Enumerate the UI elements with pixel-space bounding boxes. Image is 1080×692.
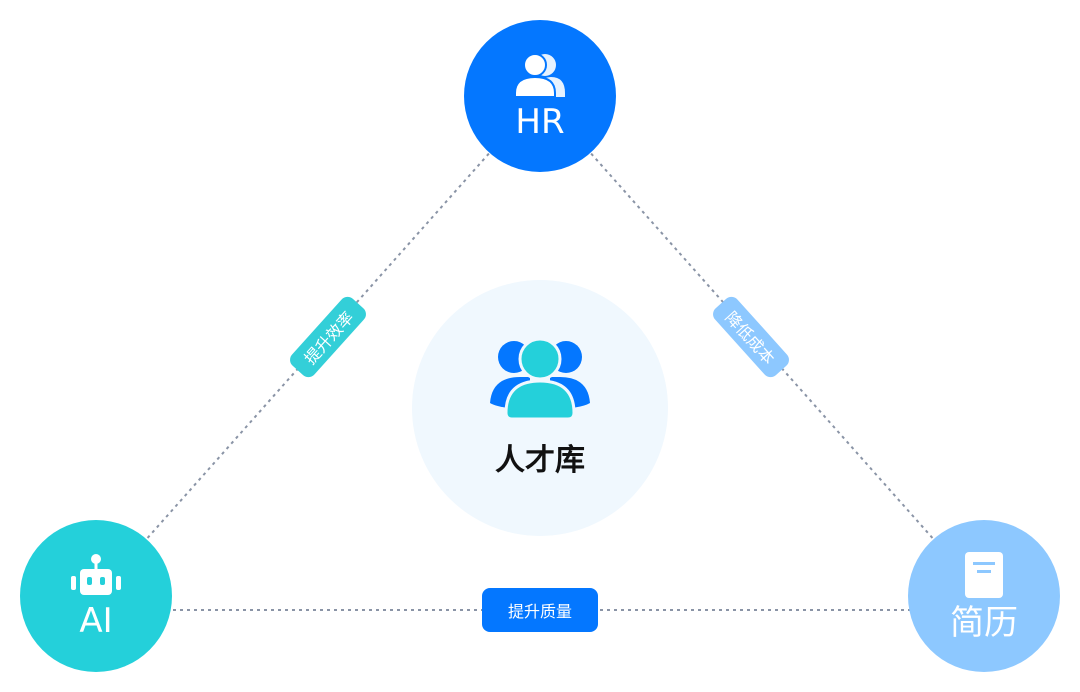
node-resume-label: 简历 <box>950 603 1018 643</box>
users-group-icon <box>490 337 590 419</box>
robot-icon <box>71 554 121 595</box>
node-resume: 简历 <box>908 520 1060 672</box>
node-hr: HR <box>464 20 616 172</box>
users-icon <box>515 53 565 97</box>
node-hr-label: HR <box>515 102 565 142</box>
node-ai-label: AI <box>79 601 113 641</box>
edge-label-quality: 提升质量 <box>482 588 598 632</box>
talent-pool-center: 人才库 <box>412 280 668 536</box>
center-label: 人才库 <box>495 443 585 478</box>
document-icon <box>965 552 1003 598</box>
node-ai: AI <box>20 520 172 672</box>
